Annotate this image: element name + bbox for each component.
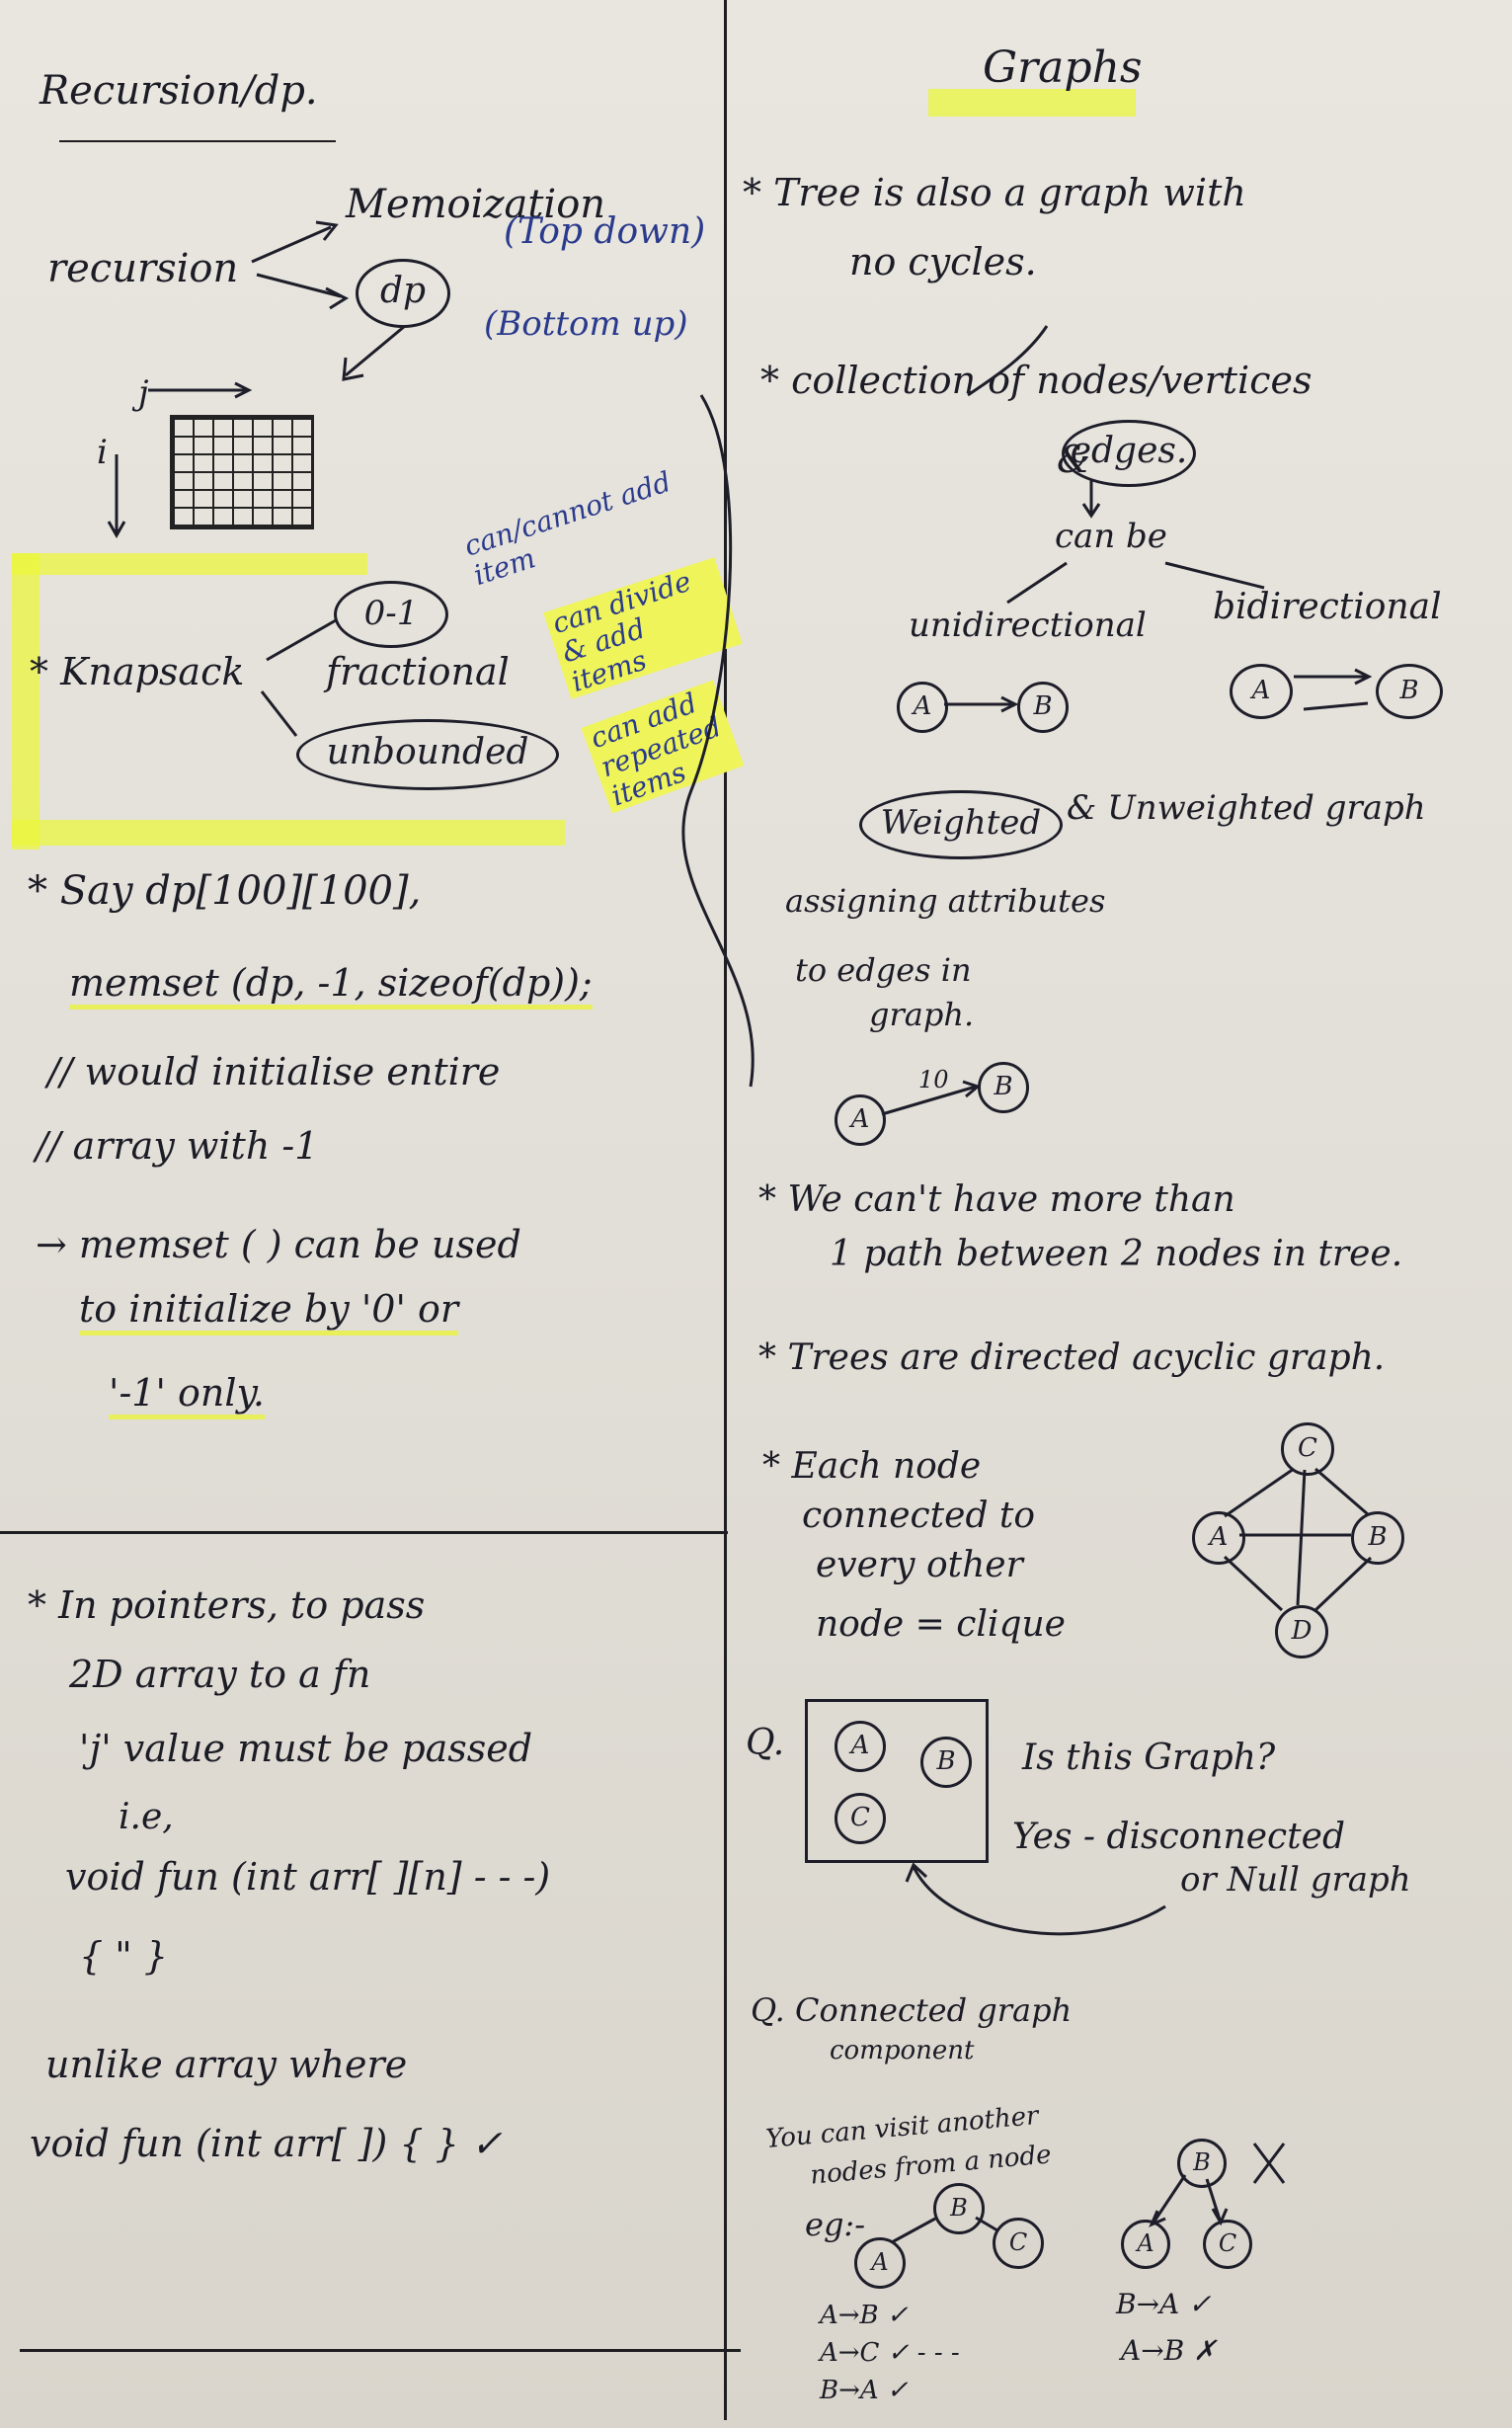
knapsack-label: * Knapsack — [30, 650, 245, 693]
pointers-line-1: * In pointers, to pass — [28, 1583, 426, 1627]
left-title: Recursion/dp. — [40, 68, 318, 114]
memset-line-6: to initialize by '0' or — [79, 1288, 459, 1335]
clique-line-4: node = clique — [816, 1604, 1066, 1645]
null-node-a: A — [835, 1721, 886, 1772]
pointers-line-2: 2D array to a fn — [69, 1653, 371, 1696]
fractional-label: fractional — [326, 650, 510, 693]
weight-node-b: B — [978, 1062, 1029, 1113]
unidirectional-label: unidirectional — [909, 606, 1147, 645]
path-note-1: * We can't have more than — [758, 1179, 1235, 1220]
clique-node-b: B — [1351, 1511, 1404, 1565]
dir-node-b: B — [1177, 2139, 1227, 2188]
path-note-2: 1 path between 2 nodes in tree. — [830, 1234, 1403, 1274]
clique-node-d: D — [1275, 1605, 1328, 1659]
path-left-2: A→C ✓ - - - — [820, 2338, 960, 2368]
top-down-label: (Top down) — [504, 211, 706, 252]
grid-i-label: i — [97, 433, 108, 472]
assign-line-3: graph. — [869, 996, 975, 1033]
can-be-label: can be — [1055, 517, 1167, 556]
graphs-title-highlight — [928, 89, 1136, 117]
assign-line-2: to edges in — [795, 951, 972, 989]
memoization-label: Memoization — [346, 182, 606, 227]
center-divider — [724, 0, 727, 2420]
bi-node-b: B — [1376, 664, 1443, 719]
clique-line-3: every other — [816, 1545, 1023, 1585]
pointers-line-7: unlike array where — [45, 2043, 408, 2086]
tree-note-2: no cycles. — [849, 240, 1037, 283]
memset-line-3: // would initialise entire — [47, 1050, 501, 1093]
component-label: component — [830, 2036, 975, 2065]
clique-node-a: A — [1192, 1511, 1245, 1565]
right-title: Graphs — [983, 42, 1143, 93]
trees-dag-note: * Trees are directed acyclic graph. — [758, 1337, 1386, 1378]
left-section-divider — [0, 1531, 728, 1534]
memset-line-4: // array with -1 — [36, 1124, 319, 1168]
clique-line-2: connected to — [802, 1496, 1036, 1536]
bi-node-a: A — [1230, 664, 1293, 719]
conn-node-c: C — [993, 2218, 1044, 2269]
weighted-rest: & Unweighted graph — [1067, 788, 1426, 828]
conn-node-a: A — [854, 2237, 906, 2289]
knapsack-highlight — [12, 553, 40, 850]
null-node-b: B — [920, 1737, 972, 1788]
tree-note-1: * Tree is also a graph with — [743, 171, 1246, 214]
bottom-up-label: (Bottom up) — [484, 304, 688, 344]
edges-circle: edges. — [1062, 420, 1196, 487]
zero-one-circle: 0-1 — [334, 581, 448, 648]
pointers-line-5: void fun (int arr[ ][n] - - -) — [65, 1855, 551, 1899]
weighted-label: Weighted — [880, 803, 1042, 843]
weight-value: 10 — [918, 1066, 949, 1093]
dir-node-a: A — [1121, 2220, 1170, 2269]
collection-line-1: * collection of nodes/vertices — [760, 359, 1313, 402]
null-node-c: C — [835, 1793, 886, 1844]
left-underline-title — [59, 140, 336, 142]
answer-line-1: Yes - disconnected — [1012, 1817, 1345, 1857]
weight-node-a: A — [835, 1094, 886, 1146]
edges-label: edges. — [1070, 431, 1188, 471]
path-left-3: B→A ✓ — [820, 2376, 909, 2405]
path-right-1: B→A ✓ — [1116, 2288, 1212, 2320]
path-right-2: A→B ✗ — [1121, 2334, 1217, 2367]
dp-grid-icon — [170, 415, 314, 529]
weighted-circle: Weighted — [859, 790, 1063, 859]
q-label: Q. — [746, 1723, 785, 1763]
knapsack-highlight-top — [12, 553, 367, 575]
unbounded-label: unbounded — [326, 732, 529, 772]
uni-node-b: B — [1017, 682, 1069, 733]
memset-line-1: * Say dp[100][100], — [28, 868, 422, 914]
recursion-label: recursion — [47, 246, 239, 291]
unbounded-circle: unbounded — [296, 719, 559, 790]
memset-line-2: memset (dp, -1, sizeof(dp)); — [69, 962, 593, 1010]
answer-line-2: or Null graph — [1180, 1860, 1411, 1900]
is-graph-question: Is this Graph? — [1022, 1738, 1276, 1778]
eg-label: eg:- — [805, 2206, 866, 2243]
bottom-rule — [20, 2349, 741, 2352]
assign-line-1: assigning attributes — [785, 882, 1106, 920]
memset-line-7: '-1' only. — [109, 1372, 265, 1419]
conn-node-b: B — [933, 2183, 985, 2234]
bidirectional-label: bidirectional — [1213, 587, 1442, 627]
grid-j-label: j — [138, 373, 149, 413]
zero-one-label: 0-1 — [363, 594, 419, 633]
dp-label: dp — [379, 271, 427, 311]
pointers-line-3: 'j' value must be passed — [79, 1727, 533, 1770]
clique-node-c: C — [1281, 1422, 1334, 1476]
uni-node-a: A — [897, 682, 948, 733]
dir-node-c: C — [1203, 2220, 1252, 2269]
null-graph-box — [805, 1699, 989, 1863]
pointers-line-4: i.e, — [119, 1797, 174, 1837]
memset-line-5: → memset ( ) can be used — [36, 1223, 521, 1266]
pointers-line-8: void fun (int arr[ ]) { } ✓ — [30, 2122, 503, 2165]
connected-graph-title: Q. Connected graph — [751, 1991, 1073, 2029]
clique-line-1: * Each node — [762, 1446, 982, 1487]
path-left-1: A→B ✓ — [820, 2301, 909, 2330]
pointers-line-6: { " } — [79, 1934, 168, 1978]
knapsack-highlight-bottom — [12, 820, 565, 846]
